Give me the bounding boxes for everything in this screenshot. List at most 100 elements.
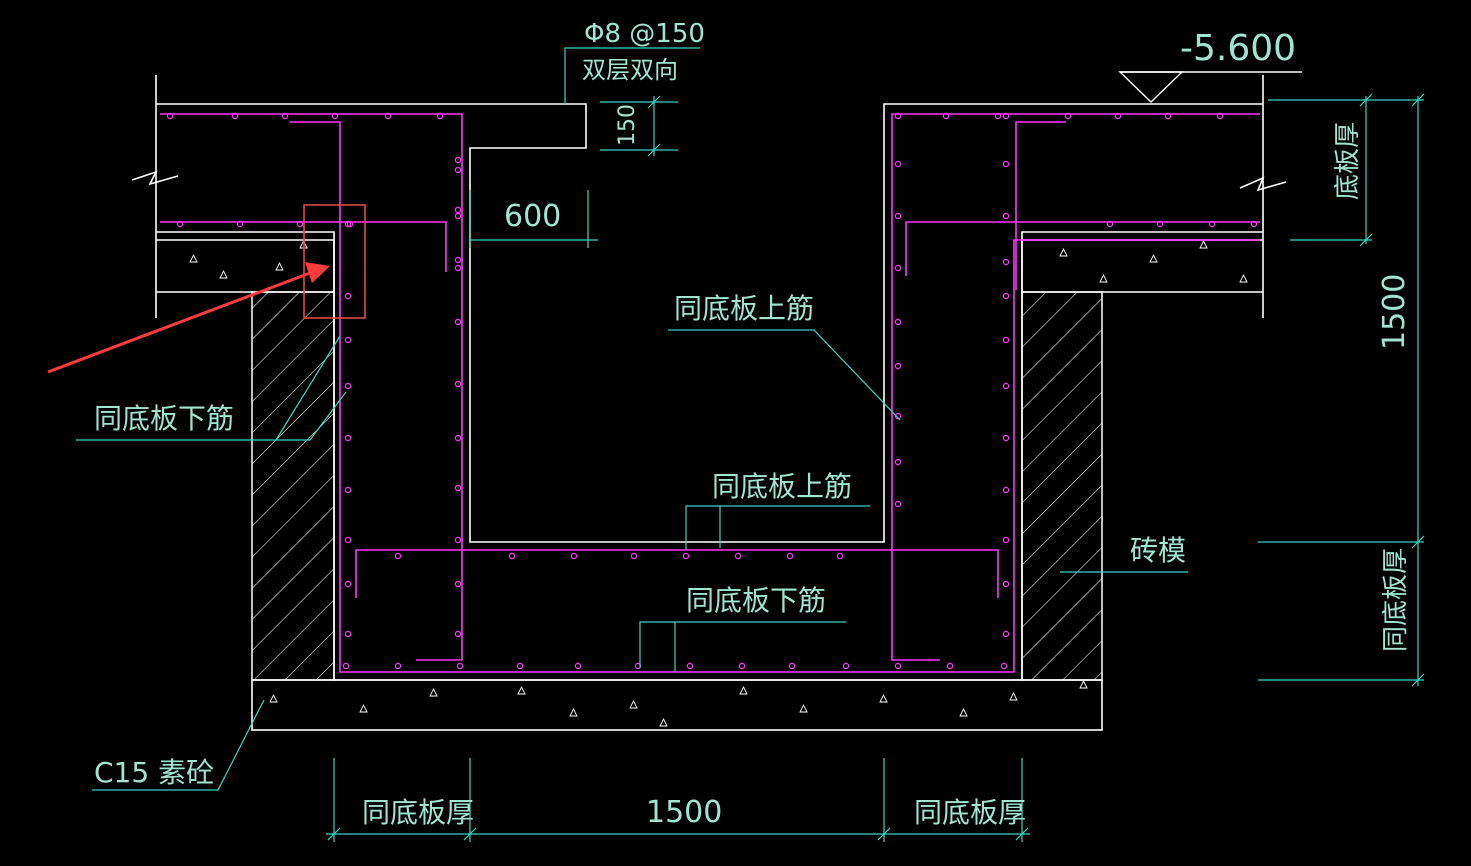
rebar-dot (394, 662, 402, 670)
rebar-dot (344, 536, 352, 544)
rebar-dot (344, 580, 352, 588)
rebar-dot (176, 220, 184, 228)
rebar-dot (456, 662, 464, 670)
rebar-dot (384, 112, 392, 120)
rebar-layers-label: 双层双向 (582, 56, 678, 84)
same-slab-thickness-bottom-right-label: 同底板厚 (914, 796, 1026, 829)
rebar-dot (894, 362, 902, 370)
rebar-dot (344, 486, 352, 494)
highlight-arrowhead (305, 262, 330, 283)
rebar-dot (346, 220, 354, 228)
annotation-lines (76, 47, 1425, 842)
rebar-dot (454, 630, 462, 638)
rebar-dot (1002, 382, 1010, 390)
break-line-left (131, 170, 179, 186)
rebar-dot (1164, 112, 1172, 120)
dim-1500-vertical-label: 1500 (1377, 274, 1412, 350)
slab-left-bottom (156, 231, 1023, 681)
rebar-dot (1250, 220, 1258, 228)
dim-150-label: 150 (615, 104, 640, 146)
brick-form-label: 砖模 (1130, 534, 1186, 567)
rebar-dot (454, 434, 462, 442)
highlight-box (303, 204, 366, 319)
bottom-bar-center-label: 同底板下筋 (686, 584, 826, 617)
rebar-dot (894, 500, 902, 508)
rebar-dot (454, 212, 462, 220)
rebar-dot (1216, 112, 1224, 120)
rebar-dot (454, 166, 462, 174)
rebar-dot (894, 458, 902, 466)
rebar-dot (894, 212, 902, 220)
rebar-dot (344, 336, 352, 344)
rebar-dot (836, 552, 844, 560)
rebar-dot (1002, 434, 1010, 442)
rebar-dot (508, 552, 516, 560)
rebar-dot (1002, 292, 1010, 300)
rebar-dot (574, 662, 582, 670)
rebar-dot (331, 112, 339, 120)
plain-concrete-label: C15 素砼 (94, 756, 214, 789)
slab-right-bottom (1021, 231, 1263, 240)
rebar-dot (166, 112, 174, 120)
rebar-dot (1002, 258, 1010, 266)
rebar-dot (1002, 630, 1010, 638)
rebar-dot (454, 264, 462, 272)
rebar-dot (342, 662, 350, 670)
rebar-dot (454, 256, 462, 264)
cushion-right (1021, 239, 1263, 293)
dim-600-label: 600 (504, 199, 561, 234)
same-slab-thickness-right-label: 同底板厚 (1381, 548, 1411, 652)
brick-form-right (1021, 291, 1103, 681)
rebar-dot (1002, 212, 1010, 220)
highlight-arrow (47, 268, 319, 374)
rebar-dot (454, 484, 462, 492)
rebar-dot (570, 552, 578, 560)
bottom-bar-left-label: 同底板下筋 (94, 402, 234, 435)
rebar-dot (436, 112, 444, 120)
rebar-dot (1002, 160, 1010, 168)
dim-1500-bottom-label: 1500 (646, 795, 722, 830)
rebar-dot (1156, 220, 1164, 228)
rebar-dot (1064, 112, 1072, 120)
top-bar-lower-label: 同底板上筋 (712, 470, 852, 503)
rebar-dot (682, 552, 690, 560)
rebar-dot (842, 662, 850, 670)
rebar-dot (1208, 220, 1216, 228)
rebar-dot (1106, 220, 1114, 228)
rebar-dot (894, 112, 902, 120)
rebar-dot (630, 552, 638, 560)
rebar-dot (1000, 662, 1008, 670)
rebar-dot (994, 112, 1002, 120)
break-line-right (1239, 176, 1287, 192)
rebar-dot (454, 156, 462, 164)
rebar-dot (454, 380, 462, 388)
rebar-dot (236, 220, 244, 228)
pit-outline-left (156, 103, 1263, 543)
rebar-spec-label: Φ8 @150 (584, 19, 705, 49)
rebar-dot (1002, 336, 1010, 344)
rebar-dot (344, 292, 352, 300)
rebar-dot (894, 318, 902, 326)
rebar-dot (516, 662, 524, 670)
rebar-dot (894, 264, 902, 272)
same-slab-thickness-bottom-left-label: 同底板厚 (362, 796, 474, 829)
rebar-dot (281, 112, 289, 120)
rebar-dot (1002, 486, 1010, 494)
rebar-dot (344, 382, 352, 390)
top-bar-upper-label: 同底板上筋 (674, 292, 814, 325)
elevation-label: -5.600 (1180, 28, 1296, 69)
rebar-dot (454, 206, 462, 214)
rebar-dot (788, 662, 796, 670)
rebar-dot (344, 630, 352, 638)
rebar-dot (894, 662, 902, 670)
rebar-dot (1002, 112, 1010, 120)
rebar-dot (454, 536, 462, 544)
rebar-dot (1002, 580, 1010, 588)
rebar-dot (394, 552, 402, 560)
brick-form-left (251, 291, 335, 681)
rebar-dot (231, 112, 239, 120)
rebar-dot (734, 552, 742, 560)
plain-concrete-bed (251, 679, 1103, 731)
